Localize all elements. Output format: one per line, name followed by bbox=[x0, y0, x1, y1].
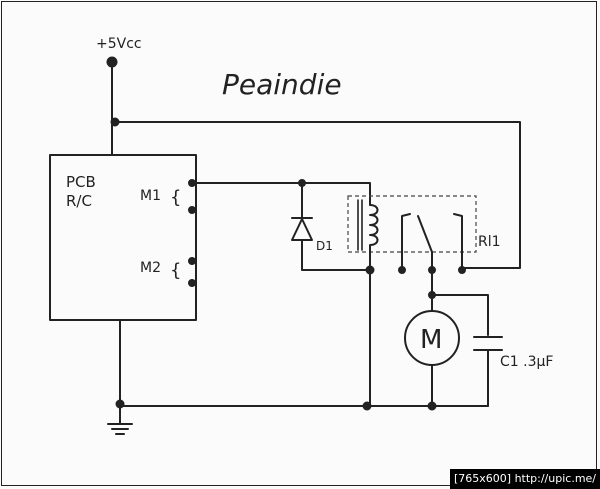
supply-terminal bbox=[106, 56, 118, 123]
capacitor-top-wire bbox=[431, 294, 489, 336]
relay-contact-nc bbox=[398, 266, 406, 274]
relay-label: Rl1 bbox=[478, 234, 501, 250]
coil-feed-wire bbox=[195, 182, 371, 206]
m2-label: M2 bbox=[140, 260, 161, 276]
m1-terminal-b bbox=[188, 206, 196, 214]
junction-dot bbox=[428, 291, 436, 299]
m2-brace: { bbox=[170, 260, 181, 281]
junction-dot bbox=[427, 401, 437, 411]
diode-label: D1 bbox=[316, 239, 333, 253]
capacitor-c1 bbox=[473, 336, 503, 407]
relay-coil bbox=[357, 199, 379, 271]
diode-d1 bbox=[291, 182, 371, 271]
relay-contacts bbox=[401, 213, 463, 271]
m1-brace: { bbox=[170, 187, 181, 208]
supply-label: +5Vcc bbox=[96, 36, 142, 52]
relay-contact-no bbox=[458, 266, 466, 274]
relay-enclosure bbox=[347, 195, 477, 253]
capacitor-label: C1 .3μF bbox=[500, 354, 553, 370]
vcc-bus bbox=[111, 121, 521, 269]
m1-terminal-a bbox=[188, 179, 196, 187]
diagram-title: Peaindie bbox=[222, 68, 342, 101]
image-host-footer: [765x600] http://upic.me/ bbox=[450, 469, 600, 489]
relay-contact-com bbox=[428, 266, 436, 274]
m2-terminal-b bbox=[188, 279, 196, 287]
ground-icon bbox=[107, 405, 133, 435]
motor-label: M bbox=[420, 325, 442, 355]
rc-label: R/C bbox=[66, 192, 92, 210]
m2-terminal-a bbox=[188, 257, 196, 265]
pcb-label: PCB bbox=[66, 173, 96, 191]
m1-label: M1 bbox=[140, 188, 161, 204]
junction-dot bbox=[362, 401, 372, 411]
pcb-block bbox=[49, 154, 197, 321]
